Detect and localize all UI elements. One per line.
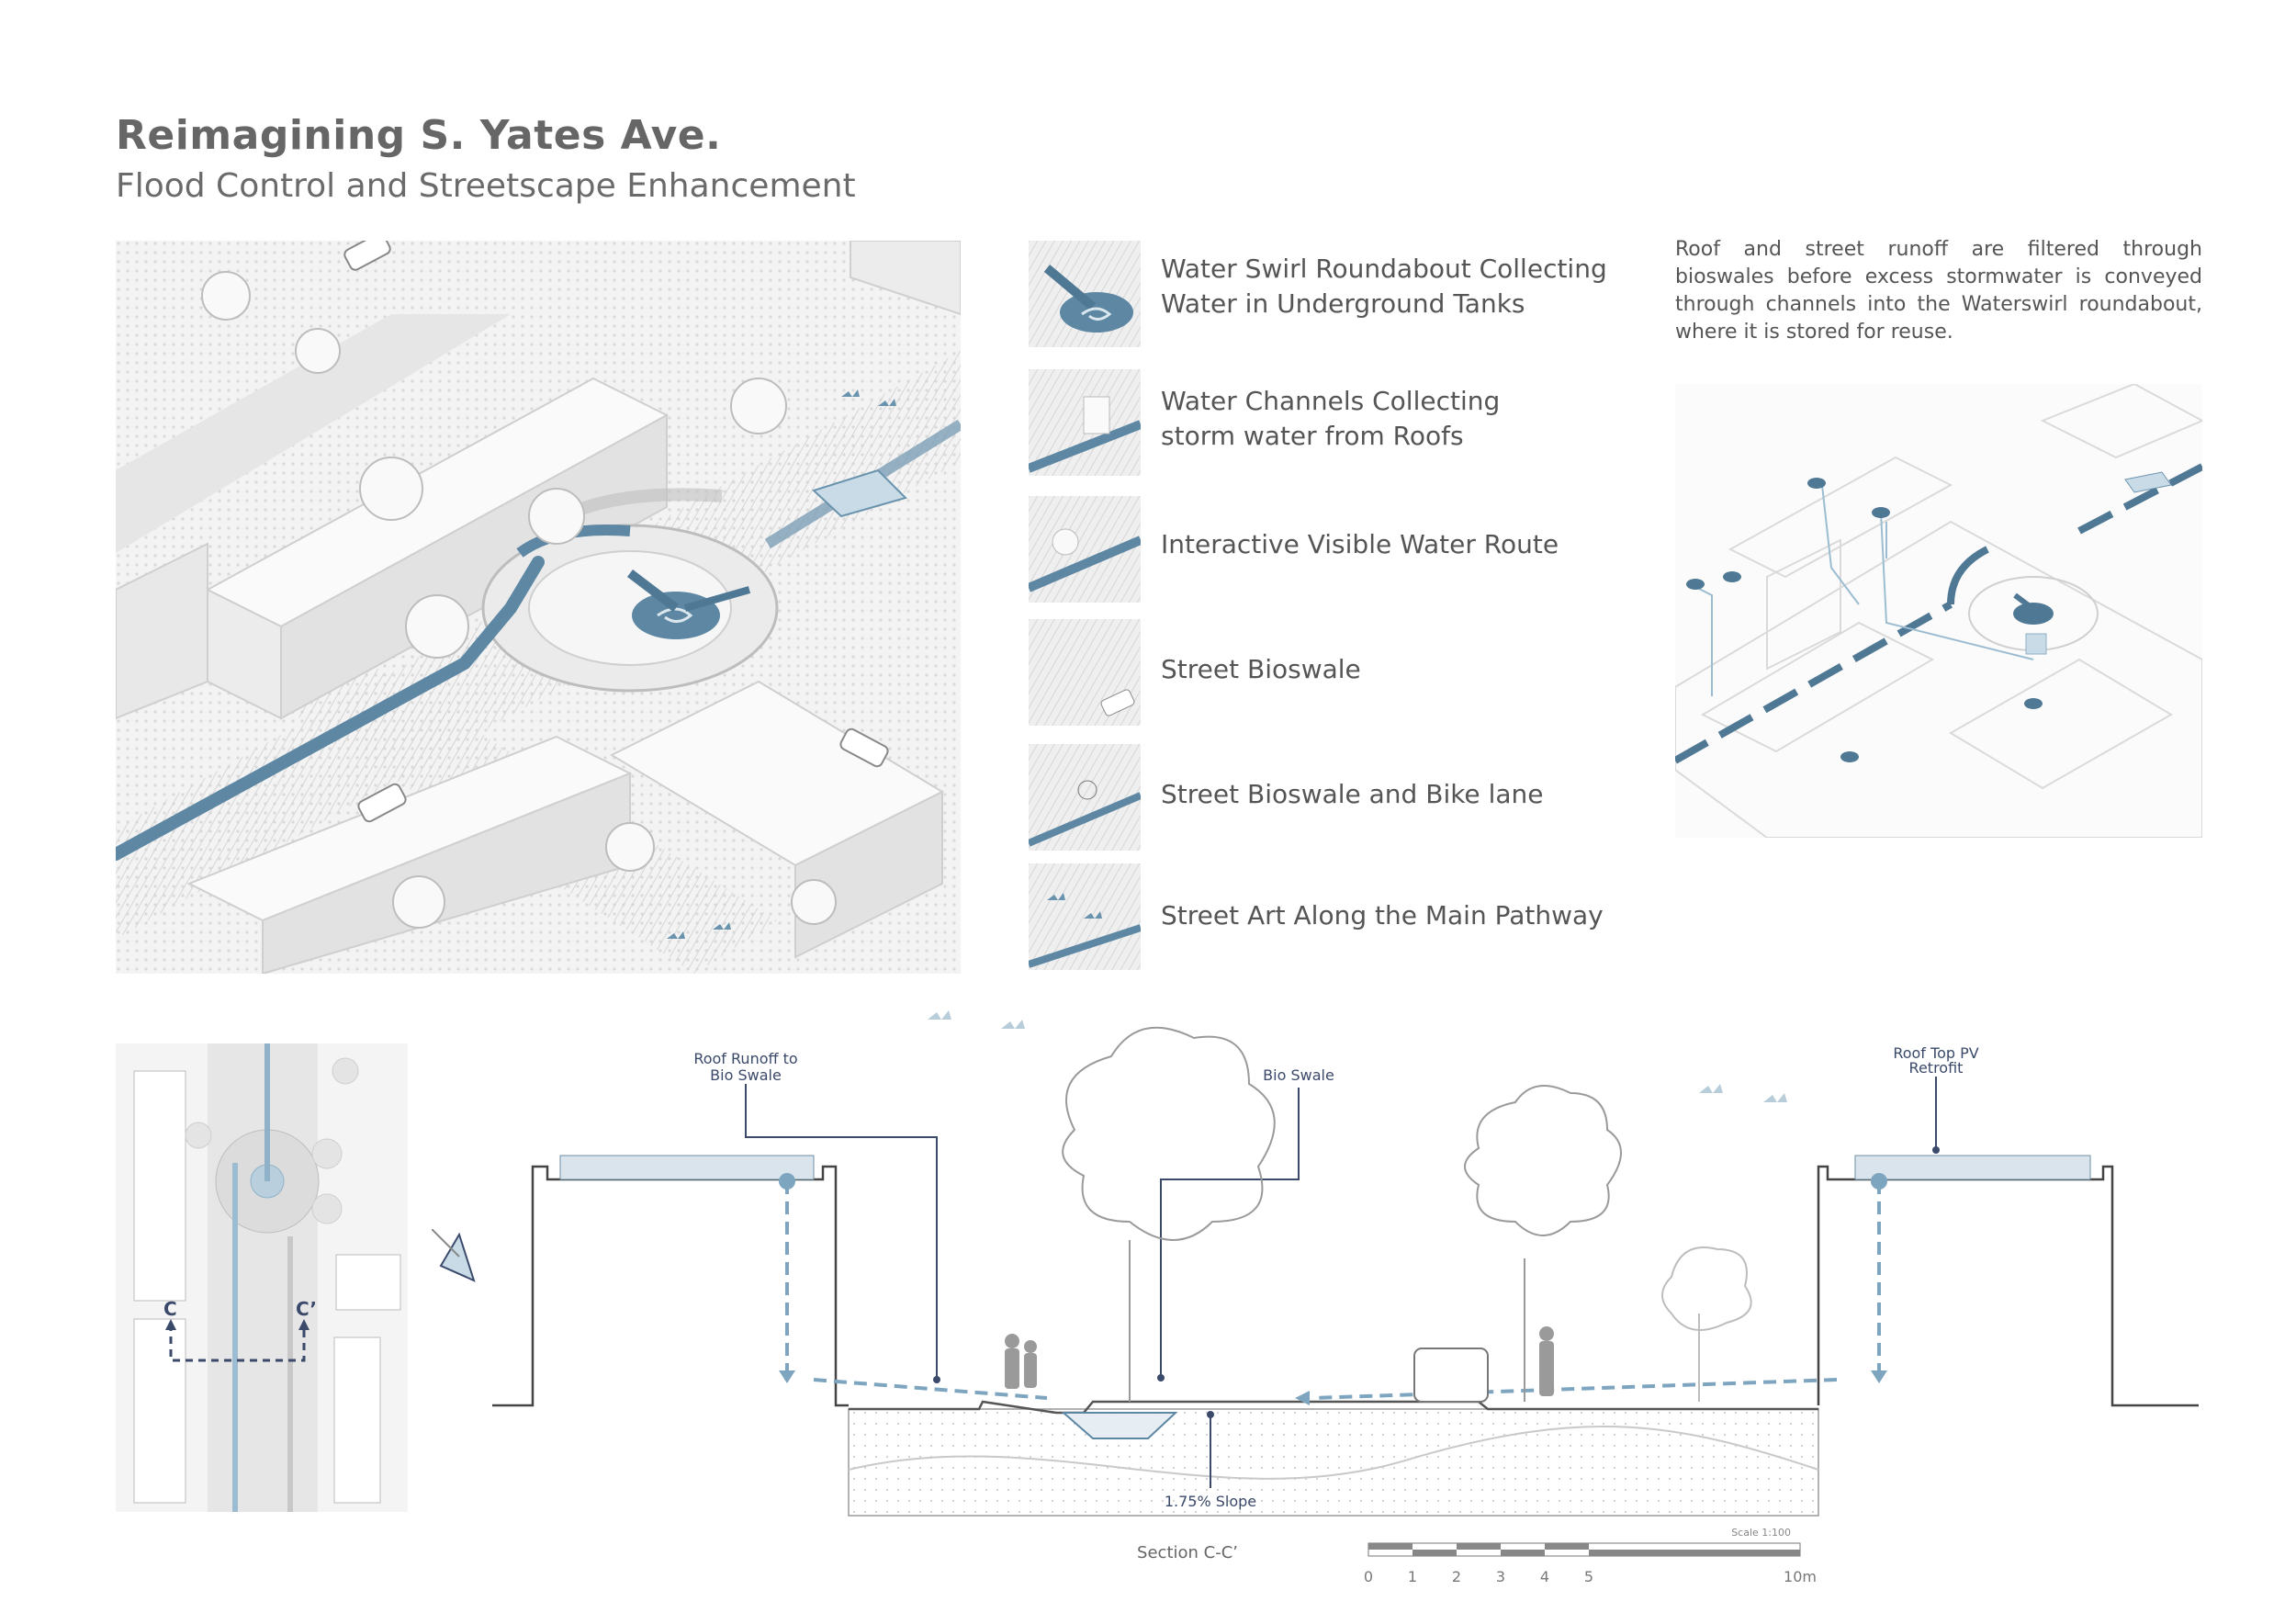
legend-thumb-channels	[1027, 369, 1142, 476]
scale-tick-10m: 10m	[1784, 1568, 1817, 1585]
scale-bar	[1367, 1542, 1801, 1557]
label-roof-runoff-1: Roof Runoff to	[693, 1050, 797, 1067]
legend-label-bike-lane: Street Bioswale and Bike lane	[1161, 779, 1544, 809]
scale-tick-4: 4	[1540, 1568, 1549, 1585]
label-roof-runoff-2: Bio Swale	[710, 1066, 782, 1084]
water-system-diagram	[1673, 382, 2205, 839]
plan-marker-c: C	[163, 1298, 177, 1320]
scale-tick-2: 2	[1452, 1568, 1461, 1585]
legend-thumb-roundabout	[1029, 241, 1141, 347]
scale-tick-1: 1	[1408, 1568, 1417, 1585]
legend-thumb-water-route	[1027, 496, 1142, 603]
label-slope: 1.75% Slope	[1165, 1493, 1256, 1510]
legend-thumb-street-art	[1027, 863, 1142, 970]
scale-tick-0: 0	[1364, 1568, 1373, 1585]
plan-marker-c-prime: C’	[296, 1298, 317, 1320]
section-title: Section C-C’	[1137, 1543, 1238, 1562]
north-arrow-icon	[431, 1228, 476, 1288]
description-text: Roof and street runoff are filtered thro…	[1675, 238, 2202, 344]
label-roof-pv-2: Retrofit	[1909, 1059, 1964, 1077]
page-subtitle: Flood Control and Streetscape Enhancemen…	[116, 167, 856, 205]
section-drawing: Roof Runoff to Bio Swale Bio Swale Roof …	[487, 1001, 2223, 1589]
legend-label-bioswale: Street Bioswale	[1161, 654, 1361, 684]
page-title: Reimagining S. Yates Ave.	[116, 112, 722, 159]
legend-thumb-bike-lane	[1027, 744, 1142, 851]
legend-label-street-art: Street Art Along the Main Pathway	[1161, 900, 1604, 930]
scale-tick-3: 3	[1496, 1568, 1505, 1585]
scale-ratio: Scale 1:100	[1731, 1527, 1791, 1539]
legend-label-water-route: Interactive Visible Water Route	[1161, 529, 1559, 559]
site-plan: C C’	[116, 1043, 408, 1512]
legend-thumb-bioswale	[1029, 619, 1141, 726]
scale-tick-5: 5	[1584, 1568, 1593, 1585]
axonometric-view	[109, 232, 964, 976]
label-bio-swale: Bio Swale	[1263, 1066, 1334, 1084]
label-roof-pv-1: Roof Top PV	[1893, 1044, 1978, 1062]
